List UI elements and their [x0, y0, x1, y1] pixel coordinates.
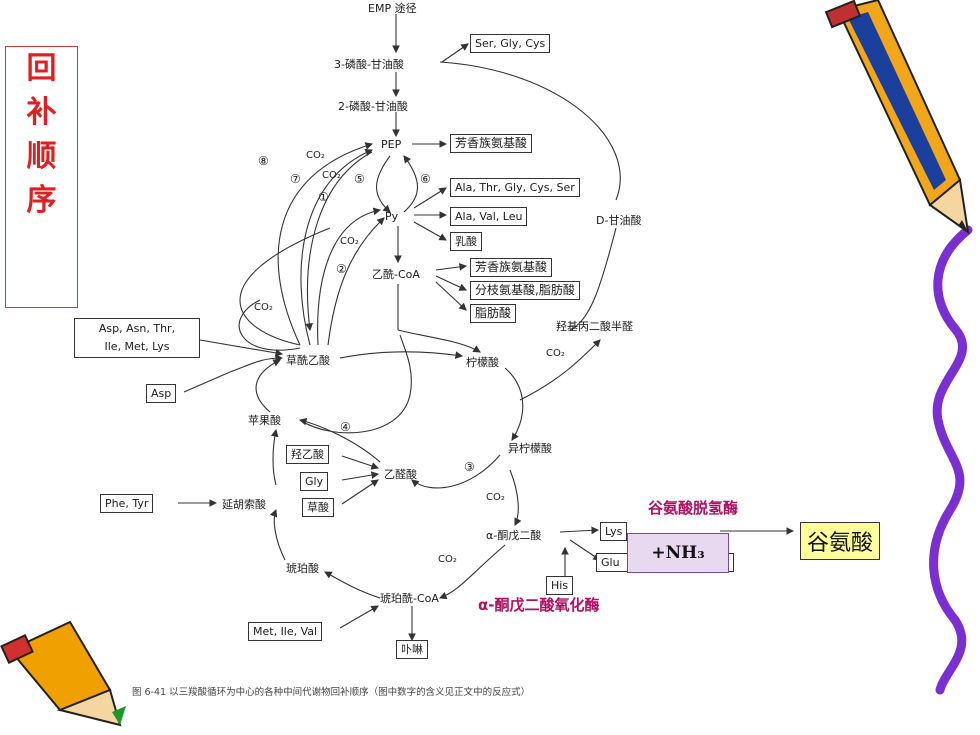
box-gly: Gly [300, 472, 329, 491]
glu-text: Glu [601, 556, 620, 569]
node-oxaloacetate: 草酰乙酸 [286, 354, 330, 367]
box-asp: Asp [146, 384, 177, 403]
node-3pga: 3-磷酸-甘油酸 [334, 58, 404, 71]
co2-label: CO₂ [486, 492, 505, 503]
box-ala-val: Ala, Val, Leu [450, 207, 528, 226]
node-citrate: 柠檬酸 [466, 356, 499, 369]
figure-caption: 图 6-41 以三羧酸循环为中心的各种中间代谢物回补顺序（图中数字的含义见正文中… [132, 687, 531, 698]
node-malate: 苹果酸 [248, 414, 281, 427]
co2-label: CO₂ [254, 302, 273, 313]
box-glycolate: 羟乙酸 [286, 445, 329, 464]
title-char: 回 [26, 51, 57, 86]
decor-squiggle [929, 225, 973, 695]
glutamate-box: 谷氨酸 [800, 522, 881, 560]
box-ala-thr: Ala, Thr, Gly, Cys, Ser [450, 178, 580, 197]
reaction-number: ⑦ [290, 172, 301, 186]
asp-group-line2: Ile, Met, Lys [104, 340, 170, 353]
co2-label: CO₂ [340, 236, 359, 247]
node-emp: EMP 途径 [368, 2, 417, 15]
box-branched: 分枝氨基酸,脂肪酸 [470, 281, 580, 300]
node-d-glycerate: D-甘油酸 [596, 214, 642, 227]
reaction-number: ⑧ [258, 154, 269, 168]
node-py: Py [385, 210, 399, 223]
nh3-box: +NH₃ [627, 533, 729, 573]
title-char: 补 [26, 95, 57, 130]
node-fumarate: 延胡索酸 [222, 498, 266, 511]
reaction-number: ④ [340, 420, 351, 434]
node-succinate: 琥珀酸 [286, 562, 319, 575]
box-oxalate: 草酸 [302, 498, 334, 517]
box-lys: Lys [600, 522, 628, 541]
title-char: 序 [26, 183, 57, 218]
co2-label: CO₂ [438, 554, 457, 565]
pencil-small-icon [0, 620, 126, 727]
asp-group-line1: Asp, Asn, Thr, [98, 322, 176, 335]
reaction-number: ② [336, 262, 347, 276]
vertical-title: 回 补 顺 序 [5, 46, 78, 308]
enzyme-label-akg: α-酮戊二酸氧化酶 [478, 596, 600, 614]
pencil-icon [824, 0, 970, 235]
box-phe-tyr: Phe, Tyr [100, 494, 154, 513]
box-aromatic-2: 芳香族氨基酸 [470, 258, 553, 277]
node-isocitrate: 异柠檬酸 [508, 442, 552, 455]
co2-label: CO₂ [322, 170, 341, 181]
reaction-number: ⑥ [420, 172, 431, 186]
node-succinylcoa: 琥珀酰-CoA [380, 592, 439, 605]
box-aromatic-1: 芳香族氨基酸 [450, 134, 533, 153]
enzyme-label-glu: 谷氨酸脱氢酶 [648, 499, 739, 517]
title-char: 顺 [26, 139, 57, 174]
box-fatty: 脂肪酸 [470, 304, 517, 323]
reaction-number: ① [318, 190, 329, 204]
node-akg: α-酮戊二酸 [486, 529, 542, 542]
box-asp-group: Asp, Asn, Thr, Ile, Met, Lys [74, 318, 200, 358]
box-his: His [546, 576, 574, 595]
reaction-number: ③ [464, 460, 475, 474]
co2-label: CO₂ [306, 150, 325, 161]
node-glyoxylate: 乙醛酸 [384, 468, 417, 481]
co2-label: CO₂ [546, 348, 565, 359]
box-porphyrin: 卟啉 [396, 640, 428, 659]
node-hydroxypyruvate: 羟基丙二酸半醛 [556, 320, 633, 333]
reaction-number: ⑤ [354, 172, 365, 186]
node-acetylcoa: 乙酰-CoA [372, 268, 420, 281]
node-2pga: 2-磷酸-甘油酸 [338, 100, 408, 113]
box-met-ile-val: Met, Ile, Val [248, 622, 323, 641]
box-ser-gly-cys: Ser, Gly, Cys [470, 34, 551, 53]
box-lactate: 乳酸 [450, 232, 482, 251]
node-pep: PEP [381, 138, 402, 151]
